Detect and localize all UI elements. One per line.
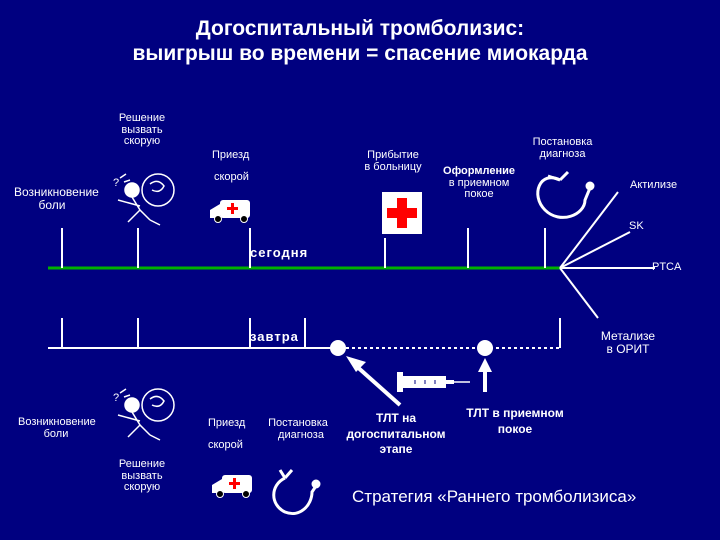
label-diagnosis-line: диагноза xyxy=(539,147,586,160)
fan-metalyse xyxy=(559,267,599,319)
label-decision-call: Решение вызвать скорую xyxy=(112,112,172,148)
label-registration-line: в приемном xyxy=(448,176,510,189)
label-tlt-er-line: ТЛТ в приемном xyxy=(466,406,564,420)
hospital-cross-icon xyxy=(382,192,422,234)
label-activase: Актилизе xyxy=(630,179,678,191)
label-arrival-hospital-line: Прибытие xyxy=(367,149,419,161)
label-bottom-pain-line: боли xyxy=(43,427,69,440)
label-tomorrow: завтра xyxy=(250,329,299,344)
tlt-er-dot xyxy=(477,340,493,356)
label-ambulance: скорой xyxy=(214,171,249,183)
label-bottom-arrival: Приезд xyxy=(208,417,246,429)
ambulance-icon xyxy=(210,200,250,223)
label-tlt-prehospital: ТЛТ на догоспитальном этапе xyxy=(336,412,456,456)
label-bottom-diagnosis: Постановка диагноза xyxy=(258,417,338,441)
fan-activase xyxy=(559,191,619,269)
label-arrival-hospital-line: в больницу xyxy=(364,160,422,173)
tlt-prehospital-dot xyxy=(330,340,346,356)
strategy-caption: Стратегия «Раннего тромболизиса» xyxy=(352,487,637,506)
ambulance-icon-bottom xyxy=(212,475,252,498)
title-line-1: Догоспитальный тромболизис: xyxy=(195,17,525,40)
label-diagnosis: Постановка диагноза xyxy=(525,136,600,160)
label-decision-call-line: Решение xyxy=(118,112,166,124)
label-bottom-pain-onset: Возникновение боли xyxy=(18,416,96,440)
label-bottom-decision-call: Решение вызвать скорую xyxy=(112,458,172,494)
label-ptca: PTCA xyxy=(652,261,682,273)
label-metalyse-line: Метализе xyxy=(600,329,656,343)
label-diagnosis-line: Постановка xyxy=(532,136,593,148)
arrowhead-er xyxy=(478,358,492,372)
label-bottom-diagnosis-line: диагноза xyxy=(278,428,324,441)
page-title: Догоспитальный тромболизис: выигрыш во в… xyxy=(0,17,720,66)
label-tlt-prehospital-line: ТЛТ на xyxy=(375,411,417,425)
label-metalyse-line: в ОРИТ xyxy=(606,341,650,356)
label-registration-line: Оформление xyxy=(443,165,515,177)
label-pain-onset-line: Возникновение xyxy=(14,185,99,199)
stethoscope-icon xyxy=(536,170,595,219)
label-decision-call-line: скорую xyxy=(123,135,161,148)
label-pain-onset-line: боли xyxy=(38,197,66,212)
label-tlt-prehospital-line: этапе xyxy=(379,442,413,457)
label-arrival-hospital: Прибытие в больницу xyxy=(358,149,428,173)
label-tlt-er: ТЛТ в приемном покое xyxy=(455,407,575,435)
fan-sk xyxy=(559,231,631,269)
label-tlt-er-line: покое xyxy=(497,421,533,436)
label-pain-onset: Возникновение боли xyxy=(14,185,99,212)
svg-text:?: ? xyxy=(113,177,119,189)
label-metalyse: Метализе в ОРИТ xyxy=(592,330,664,355)
label-registration: Оформление в приемном покое xyxy=(440,165,518,201)
syringe-icon xyxy=(397,372,470,392)
title-line-2: выигрыш во времени = спасение миокарда xyxy=(132,42,588,66)
patient-figure-icon-bottom: ? xyxy=(113,388,175,441)
label-bottom-decision-line: вызвать xyxy=(121,469,163,482)
label-today: сегодня xyxy=(250,245,309,260)
label-decision-call-line: вызвать xyxy=(121,123,163,136)
arrow-prehospital xyxy=(352,362,402,407)
stethoscope-icon-bottom xyxy=(272,469,321,515)
label-bottom-decision-line: Решение xyxy=(118,458,166,470)
label-tlt-prehospital-line: догоспитальном xyxy=(346,426,446,441)
label-arrival: Приезд xyxy=(212,149,250,161)
arrowhead-prehospital xyxy=(346,356,366,372)
label-bottom-pain-line: Возникновение xyxy=(18,416,96,428)
label-sk: SK xyxy=(629,220,644,232)
label-bottom-ambulance: скорой xyxy=(208,439,243,451)
svg-text:?: ? xyxy=(113,392,119,404)
label-registration-line: покое xyxy=(464,188,494,201)
label-bottom-decision-line: скорую xyxy=(123,481,161,494)
patient-figure-icon: ? xyxy=(113,173,175,226)
label-bottom-diagnosis-line: Постановка xyxy=(268,417,328,429)
